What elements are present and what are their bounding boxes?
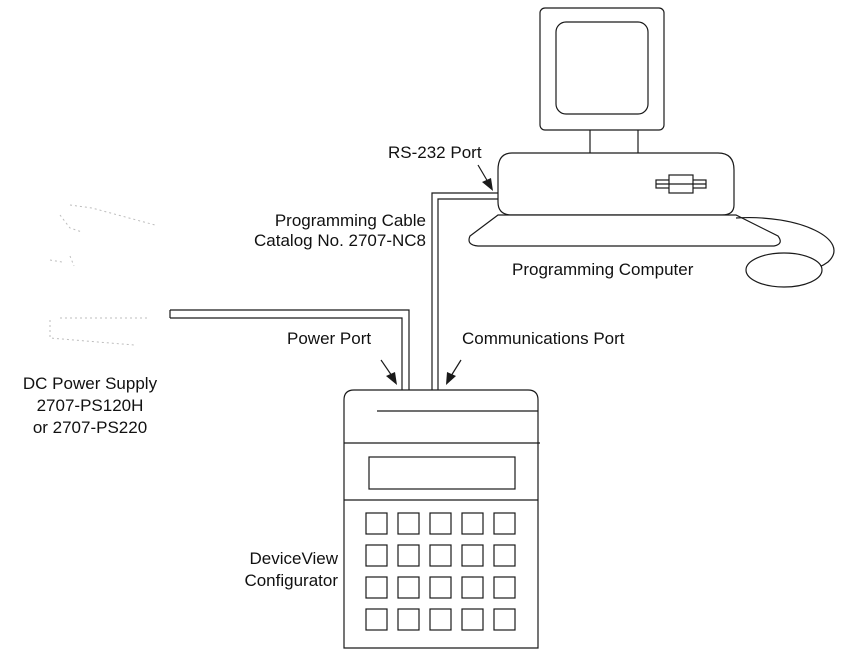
programming-cable-label-line2: Catalog No. 2707-NC8	[254, 231, 426, 250]
power-cable-inner	[170, 317, 403, 390]
power-cable-outer	[170, 309, 410, 390]
keypad-key	[429, 608, 452, 631]
power-port-label: Power Port	[287, 329, 371, 348]
keypad-key	[461, 544, 484, 567]
configurator-label-line2: Configurator	[244, 571, 338, 590]
keypad-key	[429, 576, 452, 599]
power-supply-base	[49, 320, 135, 346]
keypad-key	[429, 544, 452, 567]
keypad-key	[461, 608, 484, 631]
programming-cable-outer	[431, 192, 498, 390]
programming-cable-label-line1: Programming Cable	[275, 211, 426, 230]
rs232-arrow-head	[482, 178, 493, 191]
keypad-key	[365, 544, 388, 567]
mouse	[745, 252, 823, 288]
programming-cable-inner	[437, 198, 498, 390]
communications-port-arrow-head	[446, 372, 456, 385]
keypad-key	[397, 544, 420, 567]
dc-power-supply-label-line1: DC Power Supply	[23, 374, 158, 393]
keypad-key	[461, 512, 484, 535]
dc-power-supply-label-line2: 2707-PS120H	[37, 396, 144, 415]
keypad-key	[365, 512, 388, 535]
power-supply-edge-left	[59, 214, 83, 233]
communications-port-arrow-shaft	[450, 359, 462, 377]
floppy-drive-icon	[655, 174, 707, 194]
keypad-key	[493, 544, 516, 567]
rs232-arrow-shaft	[477, 164, 489, 183]
dc-power-supply-label-line3: or 2707-PS220	[33, 418, 147, 437]
keypad-key	[365, 608, 388, 631]
power-port-arrow-head	[386, 372, 397, 385]
power-supply-mark	[49, 255, 75, 267]
programming-computer: Programming Computer	[468, 7, 835, 288]
keypad-key	[397, 608, 420, 631]
monitor	[539, 7, 665, 155]
keypad-key	[493, 512, 516, 535]
keypad-key	[429, 512, 452, 535]
keypad-key	[493, 576, 516, 599]
configurator-label-line1: DeviceView	[249, 549, 338, 568]
configurator-display	[368, 456, 516, 490]
keyboard	[468, 214, 781, 247]
keypad-key	[397, 512, 420, 535]
power-supply-edge-top	[69, 204, 156, 226]
keypad-key	[461, 576, 484, 599]
keypad-key	[397, 576, 420, 599]
programming-cable	[431, 192, 498, 390]
dc-power-supply-sketch	[49, 204, 156, 346]
keypad-key	[493, 608, 516, 631]
power-port-arrow-shaft	[380, 359, 393, 377]
rs232-port-label: RS-232 Port	[388, 143, 482, 162]
programming-computer-label: Programming Computer	[512, 260, 694, 279]
power-cable	[169, 309, 410, 390]
configurator-keypad	[365, 512, 516, 631]
deviceview-configurator	[343, 389, 540, 649]
keypad-key	[365, 576, 388, 599]
communications-port-label: Communications Port	[462, 329, 625, 348]
monitor-screen	[555, 21, 649, 115]
